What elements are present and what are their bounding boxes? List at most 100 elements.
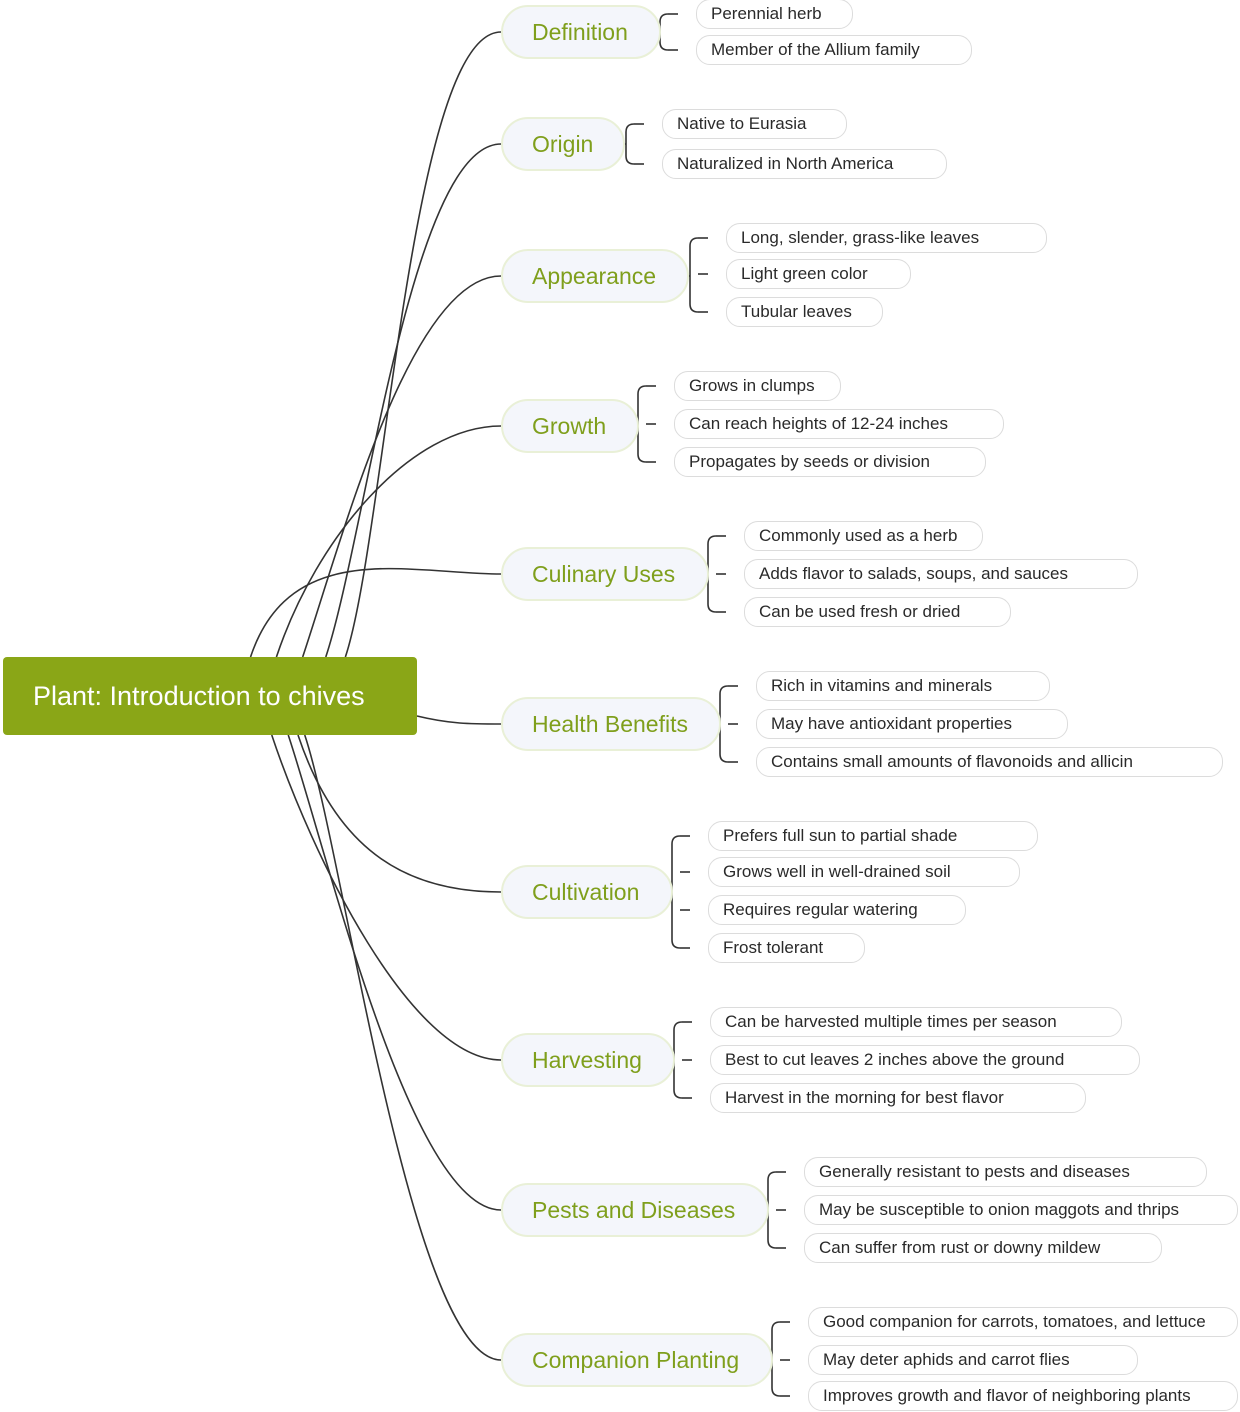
leaf-node-label: Light green color — [741, 264, 868, 283]
branch-node-label: Harvesting — [532, 1046, 642, 1073]
leaf-node-label: Can be used fresh or dried — [759, 602, 961, 621]
leaf-node[interactable]: May be susceptible to onion maggots and … — [804, 1195, 1238, 1225]
branch-bracket — [673, 1021, 683, 1099]
leaf-node-label: Improves growth and flavor of neighborin… — [823, 1386, 1191, 1405]
leaf-node[interactable]: Can be used fresh or dried — [744, 597, 1011, 627]
branch-node[interactable]: Companion Planting — [501, 1333, 773, 1387]
branch-node-label: Cultivation — [532, 878, 640, 905]
leaf-node[interactable]: Good companion for carrots, tomatoes, an… — [808, 1307, 1238, 1337]
leaf-node[interactable]: Grows well in well-drained soil — [708, 857, 1020, 887]
branch-bracket — [671, 835, 681, 949]
leaf-node-label: May deter aphids and carrot flies — [823, 1350, 1070, 1369]
leaf-node[interactable]: Naturalized in North America — [662, 149, 947, 179]
branch-bracket — [707, 535, 717, 613]
branch-bracket — [625, 123, 635, 165]
leaf-node-label: Requires regular watering — [723, 900, 918, 919]
leaf-node[interactable]: Tubular leaves — [726, 297, 883, 327]
leaf-node[interactable]: May deter aphids and carrot flies — [808, 1345, 1138, 1375]
leaf-node[interactable]: Frost tolerant — [708, 933, 865, 963]
leaf-node-label: Long, slender, grass-like leaves — [741, 228, 980, 247]
leaf-node-label: Contains small amounts of flavonoids and… — [771, 752, 1133, 771]
root-link — [344, 31, 502, 658]
root-link — [416, 715, 502, 725]
leaf-node-label: Member of the Allium family — [711, 40, 920, 59]
branch-node-label: Culinary Uses — [532, 560, 676, 587]
leaf-node[interactable]: Member of the Allium family — [696, 35, 972, 65]
leaf-node[interactable]: Perennial herb — [696, 0, 853, 29]
root-link — [249, 567, 502, 658]
root-link — [303, 734, 502, 1361]
leaf-node-label: Frost tolerant — [723, 938, 824, 957]
leaf-node[interactable]: Commonly used as a herb — [744, 521, 983, 551]
leaf-node[interactable]: May have antioxidant properties — [756, 709, 1068, 739]
leaf-node-label: Rich in vitamins and minerals — [771, 676, 993, 695]
branch-bracket — [767, 1171, 777, 1249]
root-link — [270, 734, 502, 1061]
leaf-node[interactable]: Best to cut leaves 2 inches above the gr… — [710, 1045, 1140, 1075]
leaf-node-label: May be susceptible to onion maggots and … — [819, 1200, 1180, 1219]
branch-bracket — [689, 237, 699, 313]
branch-node[interactable]: Definition — [501, 5, 661, 59]
leaf-node[interactable]: Propagates by seeds or division — [674, 447, 986, 477]
branch-node-label: Origin — [532, 130, 594, 157]
root-node[interactable]: Plant: Introduction to chives — [3, 657, 417, 735]
branch-node-label: Appearance — [532, 262, 657, 289]
leaf-node-label: Commonly used as a herb — [759, 526, 958, 545]
branch-bracket — [659, 13, 669, 51]
branch-bracket — [771, 1321, 781, 1397]
branch-bracket — [637, 385, 647, 463]
leaf-node[interactable]: Can suffer from rust or downy mildew — [804, 1233, 1162, 1263]
leaf-node[interactable]: Generally resistant to pests and disease… — [804, 1157, 1207, 1187]
leaf-node-label: Can suffer from rust or downy mildew — [819, 1238, 1101, 1257]
leaf-node[interactable]: Improves growth and flavor of neighborin… — [808, 1381, 1238, 1411]
leaf-node-label: Tubular leaves — [741, 302, 852, 321]
branch-node-label: Health Benefits — [532, 710, 688, 737]
branch-node[interactable]: Culinary Uses — [501, 547, 709, 601]
leaf-node-label: Best to cut leaves 2 inches above the gr… — [725, 1050, 1065, 1069]
root-link — [325, 143, 502, 658]
leaf-node[interactable]: Requires regular watering — [708, 895, 966, 925]
leaf-node-label: Generally resistant to pests and disease… — [819, 1162, 1130, 1181]
root-link — [301, 275, 502, 658]
leaf-node[interactable]: Long, slender, grass-like leaves — [726, 223, 1047, 253]
branch-node-label: Growth — [532, 412, 607, 439]
leaf-node-label: Prefers full sun to partial shade — [723, 826, 958, 845]
branch-node[interactable]: Pests and Diseases — [501, 1183, 769, 1237]
branch-node[interactable]: Appearance — [501, 249, 689, 303]
branch-node-label: Definition — [532, 18, 628, 45]
leaf-node[interactable]: Grows in clumps — [674, 371, 841, 401]
branch-node-label: Companion Planting — [532, 1346, 740, 1373]
leaf-node[interactable]: Light green color — [726, 259, 911, 289]
branch-node[interactable]: Growth — [501, 399, 639, 453]
root-link — [297, 734, 502, 893]
leaf-node-label: Naturalized in North America — [677, 154, 894, 173]
leaf-node-label: Perennial herb — [711, 4, 822, 23]
leaf-node[interactable]: Rich in vitamins and minerals — [756, 671, 1050, 701]
leaf-node-label: Good companion for carrots, tomatoes, an… — [823, 1312, 1206, 1331]
leaf-node[interactable]: Adds flavor to salads, soups, and sauces — [744, 559, 1138, 589]
leaf-node-label: Harvest in the morning for best flavor — [725, 1088, 1004, 1107]
leaf-node[interactable]: Prefers full sun to partial shade — [708, 821, 1038, 851]
leaf-node-label: Adds flavor to salads, soups, and sauces — [759, 564, 1069, 583]
branch-node[interactable]: Harvesting — [501, 1033, 675, 1087]
leaf-node-label: Native to Eurasia — [677, 114, 807, 133]
leaf-node-label: Can reach heights of 12-24 inches — [689, 414, 948, 433]
leaf-node-label: Propagates by seeds or division — [689, 452, 930, 471]
branch-node[interactable]: Cultivation — [501, 865, 673, 919]
branch-node-label: Pests and Diseases — [532, 1196, 736, 1223]
leaf-node-label: Can be harvested multiple times per seas… — [725, 1012, 1057, 1031]
root-link — [275, 425, 502, 658]
root-link — [287, 734, 502, 1211]
leaf-node[interactable]: Contains small amounts of flavonoids and… — [756, 747, 1223, 777]
leaf-node[interactable]: Can be harvested multiple times per seas… — [710, 1007, 1122, 1037]
leaf-node[interactable]: Harvest in the morning for best flavor — [710, 1083, 1086, 1113]
branch-bracket — [719, 685, 729, 763]
branch-node[interactable]: Health Benefits — [501, 697, 721, 751]
leaf-node-label: Grows well in well-drained soil — [723, 862, 951, 881]
leaf-node-label: Grows in clumps — [689, 376, 815, 395]
root-node-label: Plant: Introduction to chives — [33, 680, 365, 711]
leaf-node[interactable]: Native to Eurasia — [662, 109, 847, 139]
leaf-node-label: May have antioxidant properties — [771, 714, 1012, 733]
branch-node[interactable]: Origin — [501, 117, 625, 171]
leaf-node[interactable]: Can reach heights of 12-24 inches — [674, 409, 1004, 439]
